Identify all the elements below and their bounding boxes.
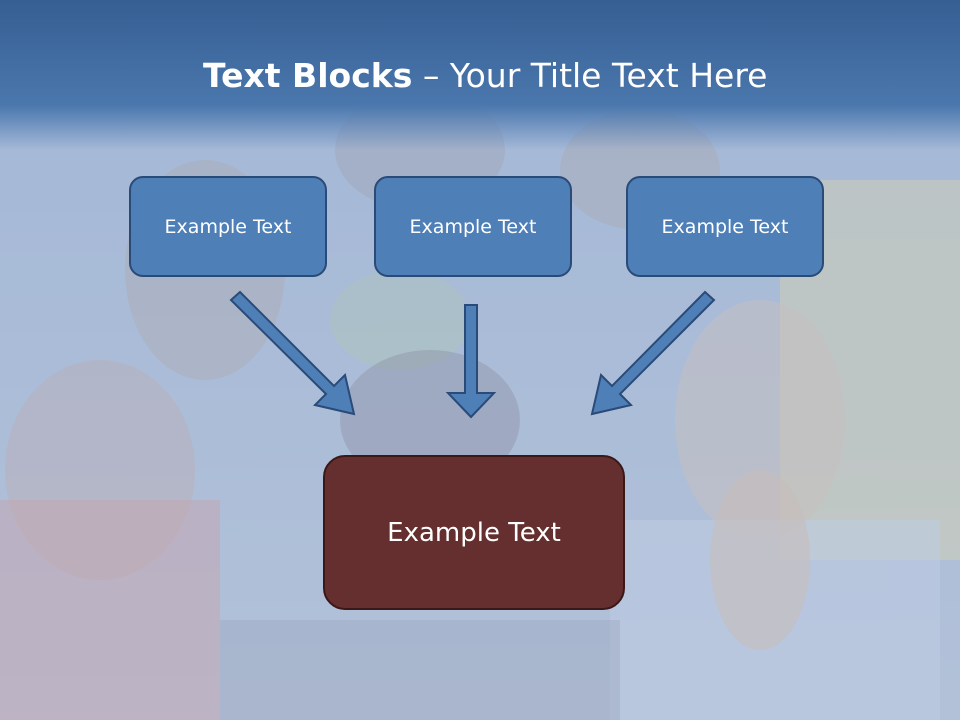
title-band — [0, 0, 960, 150]
text-block-3-label: Example Text — [661, 215, 789, 238]
slide-title[interactable]: Text Blocks – Your Title Text Here — [203, 54, 767, 98]
title-dash: – — [412, 56, 450, 95]
text-block-1-label: Example Text — [164, 215, 292, 238]
text-block-2-label: Example Text — [409, 215, 537, 238]
text-block-2[interactable]: Example Text — [374, 176, 572, 277]
text-block-1[interactable]: Example Text — [129, 176, 327, 277]
title-rest: Your Title Text Here — [449, 56, 768, 95]
title-bold-part: Text Blocks — [203, 56, 413, 95]
result-text-block[interactable]: Example Text — [323, 455, 625, 610]
text-block-3[interactable]: Example Text — [626, 176, 824, 277]
result-text-block-label: Example Text — [387, 517, 561, 548]
